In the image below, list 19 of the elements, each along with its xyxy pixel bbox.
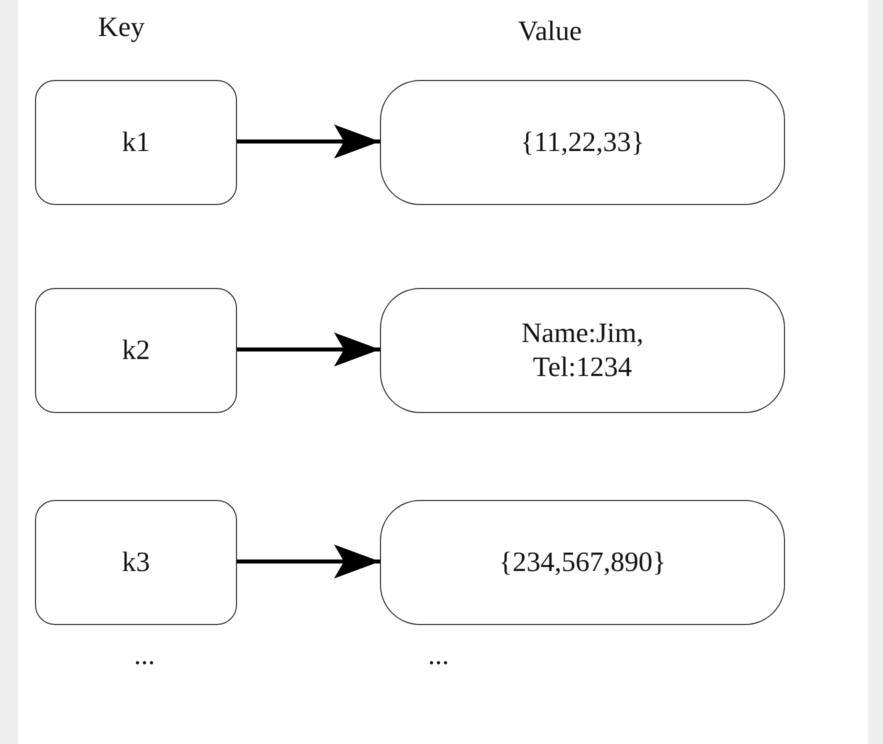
value-box — [380, 288, 785, 413]
ellipsis: ... — [428, 640, 449, 672]
column-heading: Key — [98, 12, 145, 44]
value-text: {11,22,33} — [520, 126, 644, 160]
key-text: k3 — [122, 546, 150, 580]
key-box — [35, 80, 237, 205]
key-box — [35, 288, 237, 413]
value-text: {234,567,890} — [499, 546, 666, 580]
column-heading: Value — [518, 16, 582, 48]
ellipsis: ... — [134, 640, 155, 672]
key-text: k1 — [122, 126, 150, 160]
value-text: Name:Jim, Tel:1234 — [520, 316, 645, 384]
key-box — [35, 500, 237, 625]
value-box — [380, 500, 785, 625]
arrow — [237, 332, 380, 366]
arrow — [237, 544, 380, 578]
value-box — [380, 80, 785, 205]
key-text: k2 — [122, 334, 150, 368]
arrow — [237, 124, 380, 158]
